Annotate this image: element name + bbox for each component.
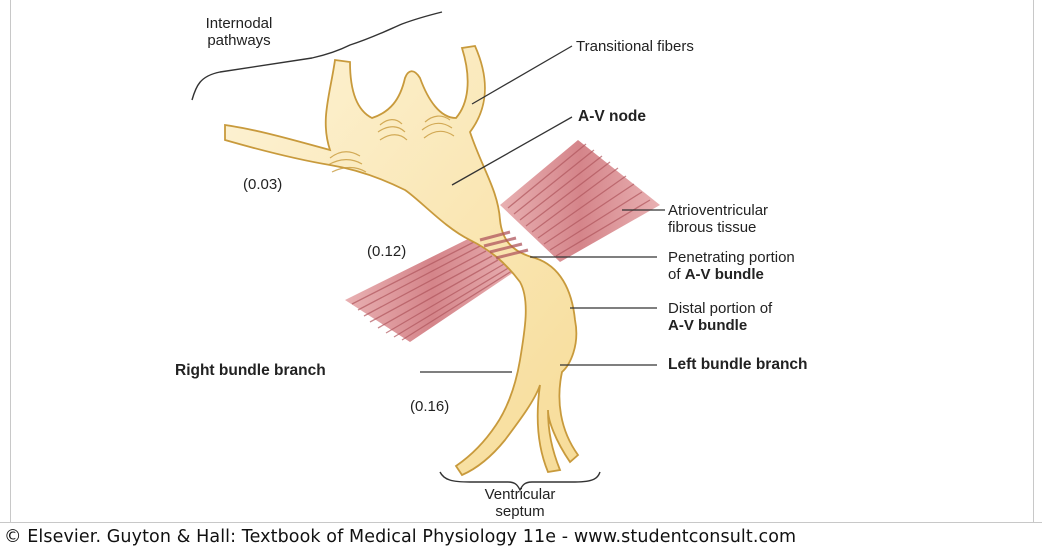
av-node-label: A-V node (578, 108, 646, 125)
internodal-pathways-label: Internodal pathways (198, 15, 280, 49)
leader-transitional-fibers (472, 46, 572, 104)
septum-line1: Ventricular (470, 486, 570, 503)
time-003-label: (0.03) (243, 176, 282, 193)
av-fibrous-line1: Atrioventricular (668, 202, 768, 219)
penetrating-portion-label: Penetrating portion of A-V bundle (668, 249, 795, 283)
penetrating-line2: of A-V bundle (668, 266, 795, 283)
left-bundle-branch-label: Left bundle branch (668, 356, 808, 373)
time-012-label: (0.12) (367, 243, 406, 260)
internodal-line2: pathways (198, 32, 280, 49)
ventricular-septum-label: Ventricular septum (470, 486, 570, 520)
frame-bottom-border (0, 522, 1042, 523)
right-bundle-branch-label: Right bundle branch (175, 362, 326, 379)
av-fibrous-tissue-label: Atrioventricular fibrous tissue (668, 202, 768, 236)
penetrating-line2-prefix: of (668, 266, 681, 283)
conduction-tissue (225, 46, 578, 475)
fibrous-tissue-upper (500, 140, 660, 262)
penetrating-line2-bold: A-V bundle (685, 266, 764, 283)
transitional-fibers-label: Transitional fibers (576, 38, 694, 55)
av-fibrous-line2: fibrous tissue (668, 219, 768, 236)
penetrating-line1: Penetrating portion (668, 249, 795, 266)
distal-line2: A-V bundle (668, 317, 772, 334)
septum-line2: septum (470, 503, 570, 520)
distal-line1: Distal portion of (668, 300, 772, 317)
time-016-label: (0.16) (410, 398, 449, 415)
distal-portion-label: Distal portion of A-V bundle (668, 300, 772, 334)
copyright-caption: © Elsevier. Guyton & Hall: Textbook of M… (4, 527, 796, 547)
internodal-line1: Internodal (198, 15, 280, 32)
conduction-system-diagram (0, 0, 1042, 522)
